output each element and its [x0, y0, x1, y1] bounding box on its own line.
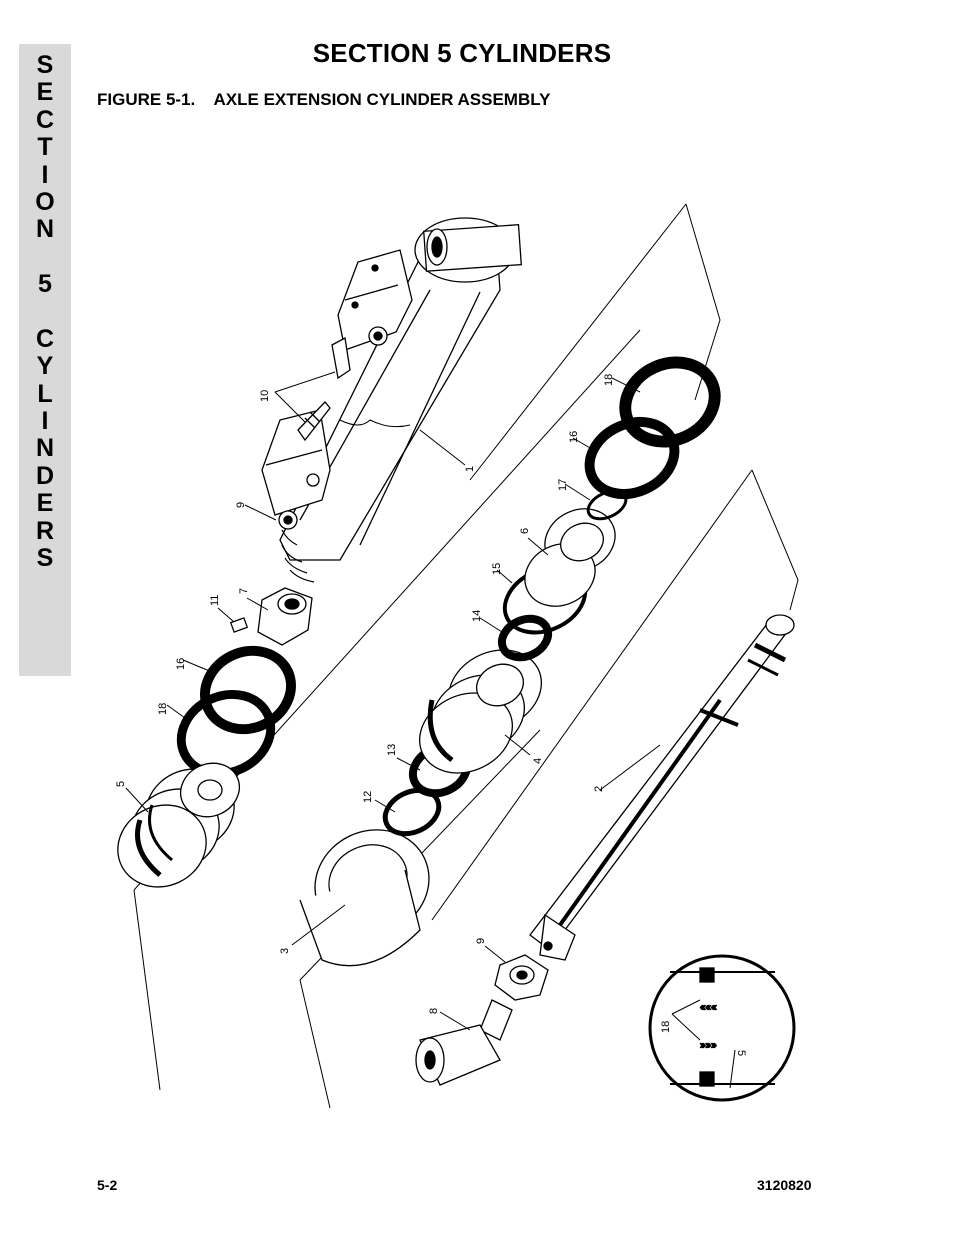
side-letter: E [36, 489, 54, 518]
callout-7: 7 [238, 588, 250, 594]
seal-item-14 [497, 614, 553, 662]
barrel-rod-end-threads [281, 529, 315, 583]
callout-9-lower: 9 [475, 938, 487, 944]
callout-17: 17 [557, 479, 569, 491]
callout-11: 11 [209, 595, 221, 606]
callout-8: 8 [428, 1008, 440, 1014]
seal-detail-inset: ««« »»» [648, 954, 796, 1102]
seal-ring-18-right [619, 356, 721, 448]
side-letter: T [37, 133, 53, 162]
document-number: 3120820 [757, 1177, 812, 1193]
side-letter: S [36, 544, 54, 573]
fitting-item-7 [257, 587, 313, 646]
side-tab-letters: S E C T I O N 5 C Y L I N D E R S [19, 51, 71, 573]
side-letter: Y [36, 352, 54, 381]
relief-valves-item-10 [297, 336, 351, 442]
svg-text:»»»: »»» [700, 1040, 717, 1051]
cylinder-head-item-3 [299, 829, 430, 967]
callout-4: 4 [532, 758, 544, 764]
callout-labels: 1 2 3 4 5 6 7 8 9 9 10 11 12 13 14 15 16… [115, 374, 747, 1056]
callout-10: 10 [259, 390, 271, 402]
seal-ring-18-left [176, 689, 276, 779]
side-letter: C [35, 105, 55, 134]
side-letter: S [36, 51, 54, 79]
callout-18-inset: 18 [660, 1021, 672, 1033]
callout-2: 2 [593, 786, 605, 792]
callout-14: 14 [471, 610, 483, 622]
side-letter: L [37, 379, 53, 408]
piston-rod-item-2 [529, 614, 795, 961]
valve-block-upper [337, 249, 413, 351]
callout-15: 15 [491, 563, 503, 575]
section-side-tab: S E C T I O N 5 C Y L I N D E R S [19, 44, 71, 676]
side-letter: N [35, 215, 55, 244]
side-letter: I [41, 407, 49, 436]
callout-3: 3 [279, 948, 291, 954]
callout-6: 6 [519, 528, 531, 534]
callout-12: 12 [362, 791, 374, 803]
bolt-item-8 [415, 999, 513, 1086]
side-letter: 5 [38, 270, 52, 299]
callout-18-right: 18 [603, 374, 615, 386]
svg-text:«««: ««« [700, 1002, 717, 1013]
page-title: SECTION 5 CYLINDERS [312, 38, 612, 68]
callout-5-left: 5 [115, 781, 127, 787]
side-letter: E [36, 78, 54, 107]
callout-16-left: 16 [175, 658, 187, 670]
callout-18-left: 18 [157, 703, 169, 715]
callout-9-upper: 9 [235, 502, 247, 508]
callout-5-inset: 5 [735, 1050, 747, 1056]
seal-item-12 [382, 787, 442, 837]
piston-item-4 [418, 649, 543, 774]
nut-item-9 [494, 954, 549, 1001]
side-letter: D [35, 461, 55, 490]
side-letter: O [35, 187, 55, 216]
side-letter: I [41, 160, 49, 189]
figure-caption: FIGURE 5-1. AXLE EXTENSION CYLINDER ASSE… [97, 90, 551, 109]
callout-16-right: 16 [568, 431, 580, 443]
plug-item-11 [229, 617, 249, 633]
piston-item-5 [117, 762, 240, 888]
seal-ring-16-left [200, 645, 296, 735]
side-letter: N [35, 434, 55, 463]
page-number: 5-2 [97, 1177, 118, 1193]
barrel-base-trunnion [414, 217, 522, 283]
side-letter: R [35, 516, 55, 545]
spacer-item-6 [524, 508, 616, 607]
side-letter: C [35, 324, 55, 353]
callout-1: 1 [464, 466, 476, 472]
callout-leaders [125, 371, 736, 1089]
callout-13: 13 [386, 744, 398, 756]
cylinder-barrel [279, 217, 522, 583]
